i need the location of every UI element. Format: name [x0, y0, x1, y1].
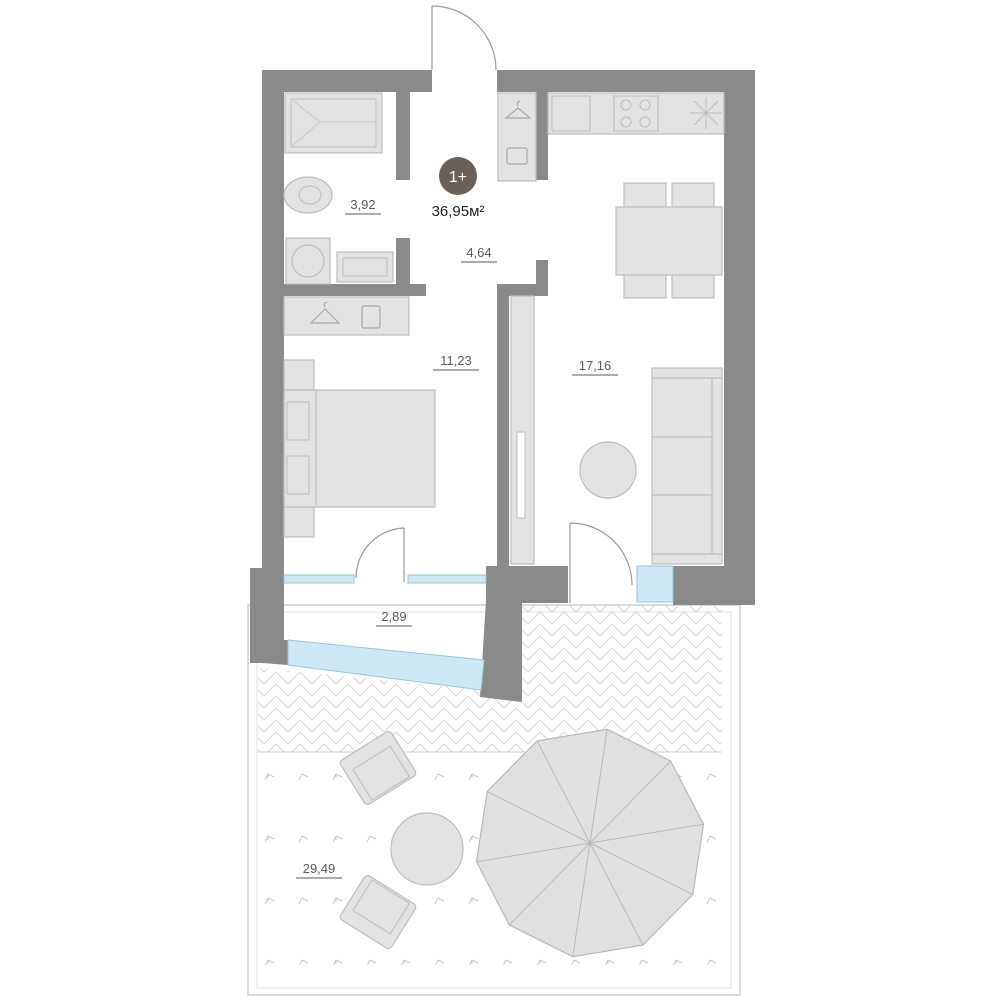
hallway-wardrobe — [497, 92, 537, 182]
hanger-icon — [309, 301, 341, 324]
bathroom-fixtures — [283, 92, 394, 285]
windows — [283, 565, 674, 691]
window-bedroom-left — [283, 574, 355, 584]
walls — [250, 70, 755, 702]
living-room — [510, 295, 723, 565]
nightstand — [283, 506, 315, 538]
window-living — [636, 565, 674, 603]
window-loggia — [287, 639, 485, 691]
dining-chair — [623, 271, 667, 299]
parasol-rib — [589, 842, 644, 946]
total-area: 36,95м² — [432, 203, 485, 220]
parasol-rib — [589, 760, 672, 844]
parasol-rib — [572, 842, 591, 957]
terrace-table — [390, 812, 464, 886]
kitchen-sink — [551, 95, 591, 132]
entrance-door — [431, 5, 497, 71]
area-badge: 1+ — [439, 157, 477, 195]
fan-icon — [690, 97, 722, 129]
parasol-rib — [486, 791, 591, 844]
parasol-rib — [589, 842, 694, 895]
living-terrace-door — [569, 522, 633, 603]
window-bedroom-right — [407, 574, 487, 584]
area-hallway: 4,64 — [466, 245, 491, 260]
nightstand — [283, 359, 315, 391]
dining-set — [615, 182, 723, 299]
area-bedroom: 11,23 — [440, 353, 472, 368]
parasol-rib — [589, 823, 704, 844]
tv — [516, 431, 526, 519]
tv-unit — [510, 295, 535, 565]
stove — [613, 95, 659, 132]
pillow — [286, 455, 310, 495]
dining-chair — [671, 271, 715, 299]
area-loggia: 2,89 — [381, 609, 406, 624]
area-living-kitchen: 17,16 — [579, 358, 612, 373]
shirt-icon — [361, 305, 381, 329]
hanger-icon — [504, 100, 532, 119]
sofa — [651, 367, 723, 565]
parasol-rib — [589, 729, 608, 844]
dining-table — [615, 206, 723, 276]
parasol-rib — [508, 842, 591, 926]
shower-tray — [284, 92, 383, 154]
dining-chair — [623, 182, 667, 210]
room-labels — [296, 213, 618, 879]
area-terrace: 29,49 — [303, 861, 336, 876]
shirt-icon — [506, 147, 528, 165]
kitchen — [547, 92, 725, 299]
area-bathroom: 3,92 — [350, 197, 375, 212]
pillow — [286, 401, 310, 441]
terrace-armchair-bottom — [339, 874, 417, 950]
apartment-type: 1+ — [449, 169, 467, 186]
parasol-rib — [476, 842, 591, 863]
parasol-rib — [536, 740, 591, 844]
terrace-armchair-top — [339, 730, 417, 806]
dining-chair — [671, 182, 715, 210]
bedroom-wardrobe — [283, 296, 410, 336]
doors — [355, 5, 633, 603]
bedroom — [283, 296, 436, 538]
parasol — [475, 728, 705, 958]
washing-machine — [285, 237, 331, 285]
coffee-table — [579, 441, 637, 499]
toilet — [283, 176, 333, 214]
sink — [336, 251, 394, 283]
terrace-paving-right — [258, 605, 722, 752]
bedroom-loggia-door — [355, 527, 405, 582]
